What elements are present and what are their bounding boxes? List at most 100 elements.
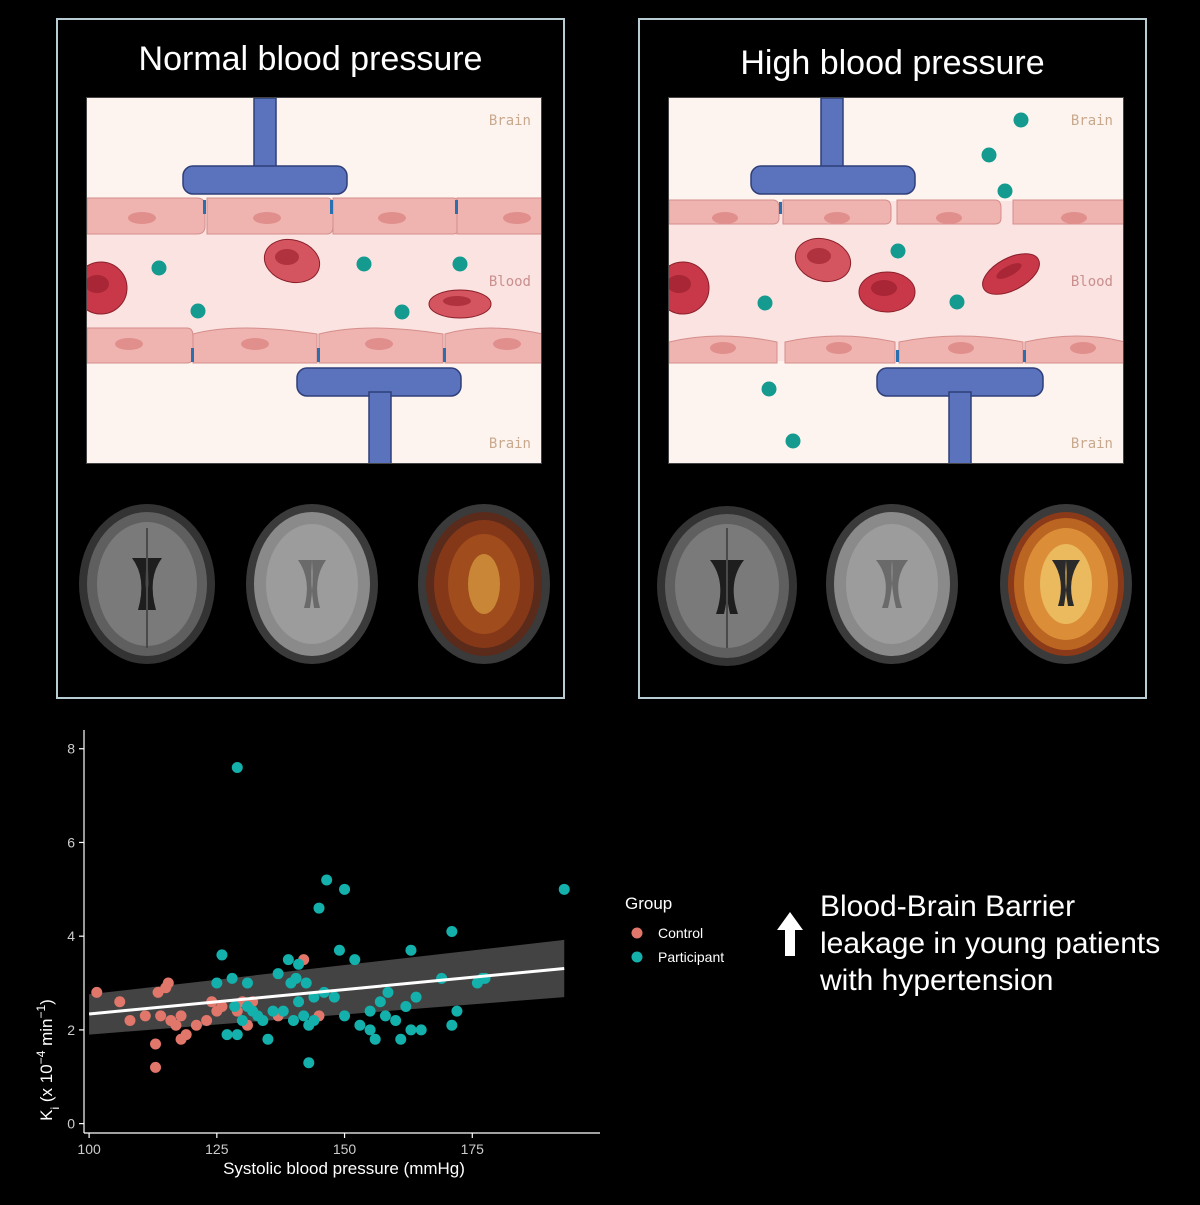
- data-point: [262, 1033, 274, 1045]
- legend-swatch-control: [631, 927, 643, 939]
- data-point: [405, 1024, 417, 1036]
- bbb-diagram-high: Brain Blood Brain: [668, 97, 1124, 464]
- data-point: [241, 977, 253, 989]
- data-point: [150, 1038, 162, 1050]
- data-point: [333, 944, 345, 956]
- data-point: [175, 1010, 187, 1022]
- data-point: [170, 1019, 182, 1031]
- astrocyte-endfoot-lower: [876, 367, 1044, 463]
- legend-swatch-participant: [631, 951, 643, 963]
- data-point: [328, 991, 340, 1003]
- data-point: [303, 1057, 315, 1069]
- brain-label: Brain: [1071, 113, 1113, 129]
- mri-flair-image: [246, 504, 378, 664]
- data-point: [162, 977, 174, 989]
- trend-line: [88, 967, 565, 1016]
- normal-bp-panel: Normal blood pressure: [56, 18, 565, 699]
- data-point: [308, 991, 320, 1003]
- mri-row-normal: [58, 498, 563, 668]
- data-point: [415, 1024, 427, 1036]
- up-arrow-icon: [777, 912, 803, 956]
- data-point: [201, 1015, 213, 1027]
- annotation-line: Blood-Brain Barrier: [820, 890, 1076, 923]
- data-point: [405, 944, 417, 956]
- confidence-band: [89, 939, 565, 1035]
- mri-t1-image: [79, 504, 215, 664]
- astrocyte-endfoot: [750, 98, 916, 195]
- annotation-line: with hypertension: [820, 964, 1054, 997]
- data-point: [139, 1010, 151, 1022]
- data-point: [382, 986, 394, 998]
- data-point: [287, 1015, 299, 1027]
- data-point: [379, 1010, 391, 1022]
- series-participant: [211, 761, 570, 1069]
- blood-label: Blood: [489, 274, 531, 290]
- legend-label-control: Control: [658, 925, 703, 941]
- astrocyte-endfoot-lower: [296, 367, 462, 463]
- data-point: [395, 1033, 407, 1045]
- data-point: [446, 926, 458, 937]
- data-point: [91, 986, 103, 998]
- axes: [83, 730, 600, 1134]
- data-point: [267, 1005, 279, 1017]
- data-point: [451, 1005, 463, 1017]
- data-point: [124, 1015, 136, 1027]
- data-point: [374, 996, 386, 1008]
- data-point: [226, 972, 238, 984]
- data-point: [339, 1010, 351, 1022]
- red-blood-cells: [87, 238, 492, 319]
- endothelial-cells-lower: [669, 335, 1123, 364]
- data-point: [364, 1005, 376, 1017]
- mri-permeability-map: [1000, 504, 1132, 664]
- mri-t1-image: [657, 506, 797, 666]
- x-tick-label: 150: [333, 1141, 357, 1157]
- data-point: [216, 1000, 228, 1012]
- legend-label-participant: Participant: [658, 949, 724, 965]
- data-point: [293, 996, 305, 1008]
- data-point: [321, 874, 333, 886]
- data-point: [293, 958, 305, 970]
- data-point: [221, 1029, 233, 1041]
- x-axis-label: Systolic blood pressure (mmHg): [223, 1159, 465, 1178]
- data-point: [236, 1015, 248, 1027]
- data-point: [231, 1029, 243, 1041]
- y-tick-label: 6: [67, 834, 75, 850]
- annotation-line: leakage in young patients: [820, 927, 1161, 960]
- tracer-molecules: [757, 112, 1029, 449]
- mri-row-high: [640, 498, 1145, 668]
- panel-title-normal: Normal blood pressure: [138, 40, 483, 78]
- data-point: [558, 883, 570, 895]
- data-point: [400, 1000, 412, 1012]
- finding-annotation: Blood-Brain Barrier leakage in young pat…: [820, 888, 1160, 999]
- y-tick-label: 2: [67, 1022, 75, 1038]
- panel-title-high: High blood pressure: [740, 44, 1045, 82]
- data-point: [339, 883, 351, 895]
- y-tick-label: 4: [67, 928, 75, 944]
- data-point: [308, 1015, 320, 1027]
- mri-permeability-map: [418, 504, 550, 664]
- endothelial-cells-lower: [87, 327, 541, 364]
- data-point: [180, 1029, 192, 1041]
- legend: Group Control Participant: [625, 894, 724, 965]
- data-point: [282, 954, 294, 966]
- data-point: [298, 1010, 310, 1022]
- x-tick-label: 100: [77, 1141, 101, 1157]
- data-point: [290, 972, 302, 984]
- endothelial-cells-upper: [669, 199, 1123, 225]
- data-point: [410, 991, 422, 1003]
- y-axis-label: Ki (x 10−4 min−1): [34, 999, 62, 1121]
- bbb-diagram-normal: Brain Blood Brain: [86, 97, 542, 464]
- data-point: [257, 1015, 269, 1027]
- brain-label: Brain: [489, 113, 531, 129]
- data-point: [369, 1033, 381, 1045]
- series-control: [91, 954, 325, 1073]
- data-point: [364, 1024, 376, 1036]
- brain-label: Brain: [489, 436, 531, 452]
- data-point: [277, 1005, 289, 1017]
- high-bp-panel: High blood pressure: [638, 18, 1147, 699]
- data-point: [190, 1019, 202, 1031]
- data-point: [114, 996, 126, 1008]
- data-point: [446, 1019, 458, 1031]
